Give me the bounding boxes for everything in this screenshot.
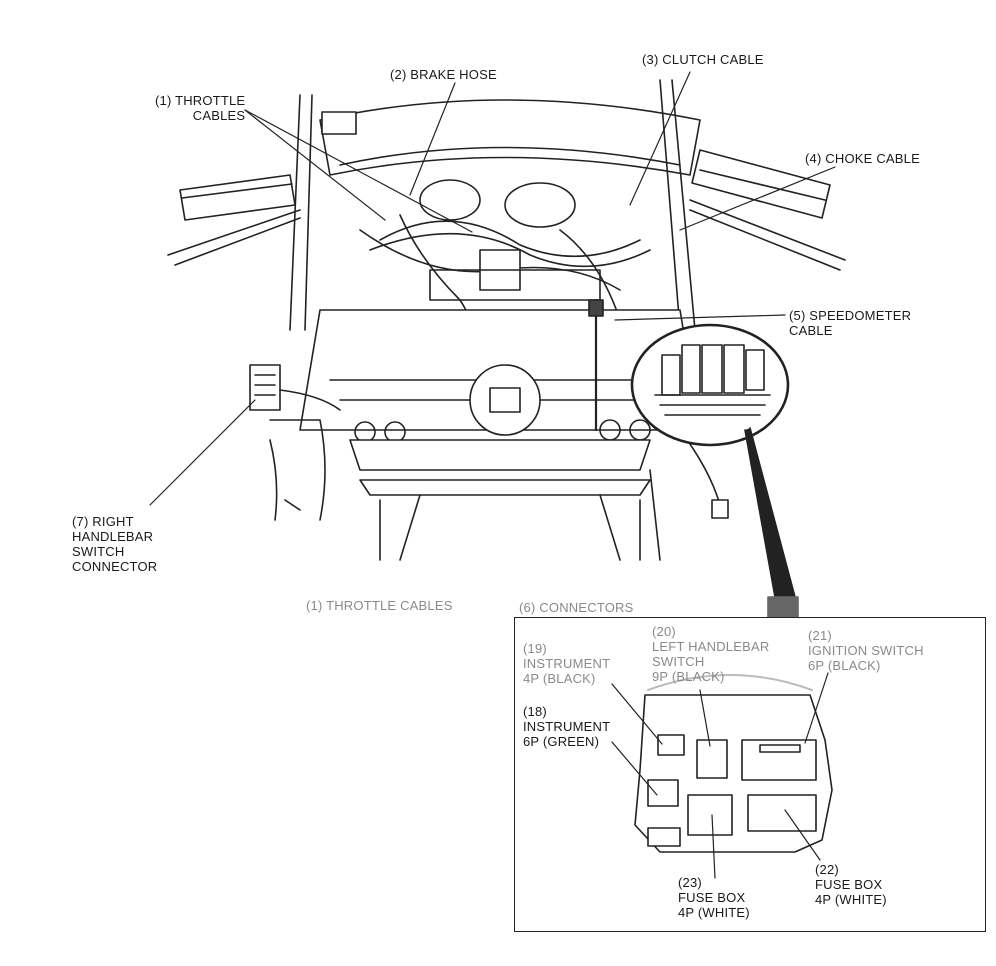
label-instrument-6p: (18) INSTRUMENT 6P (GREEN) [523, 704, 611, 749]
label-fuse-box-22: (22) FUSE BOX 4P (WHITE) [815, 862, 887, 907]
inset-leader-lines [611, 672, 829, 879]
label-choke-cable: (4) CHOKE CABLE [805, 151, 920, 166]
label-fuse-box-23: (23) FUSE BOX 4P (WHITE) [678, 875, 750, 920]
leader-lines [149, 71, 836, 506]
fork-tube-right [659, 79, 681, 331]
label-clutch-cable: (3) CLUTCH CABLE [642, 52, 764, 67]
instrument-4p-connector [657, 734, 685, 756]
right-handlebar-grip [689, 149, 846, 271]
label-throttle-cables-bottom: (1) THROTTLE CABLES [306, 598, 453, 613]
switch-connector-left [249, 364, 341, 521]
label-left-handlebar-switch: (20) LEFT HANDLEBAR SWITCH 9P (BLACK) [652, 624, 770, 684]
mirror-mount-left [321, 111, 357, 135]
fuse-box-22-connector [747, 794, 817, 832]
label-brake-hose: (2) BRAKE HOSE [390, 67, 497, 82]
label-ignition-switch: (21) IGNITION SWITCH 6P (BLACK) [808, 628, 924, 673]
label-right-handlebar-switch-connector: (7) RIGHT HANDLEBAR SWITCH CONNECTOR [72, 514, 158, 574]
label-speedometer-cable: (5) SPEEDOMETER CABLE [789, 308, 912, 338]
connectors-inset-frame [514, 617, 986, 932]
label-instrument-4p: (19) INSTRUMENT 4P (BLACK) [523, 641, 611, 686]
inset-connector-block [634, 674, 833, 853]
fork-tube-left [289, 94, 301, 331]
fuse-box-23-connector [687, 794, 733, 836]
instrument-6p-connector [647, 779, 679, 807]
label-throttle-cables: (1) THROTTLE CABLES [155, 93, 246, 123]
meter-panel [319, 99, 701, 176]
ignition-6p-connector [741, 739, 817, 781]
left-handlebar-grip [167, 174, 301, 266]
label-connectors: (6) CONNECTORS [519, 600, 634, 615]
left-handlebar-9p-connector [696, 739, 728, 779]
connector-cluster-detail [654, 344, 771, 416]
zoom-beam [744, 427, 796, 598]
wiring-cluster [359, 179, 651, 361]
right-side-harness [649, 429, 729, 561]
